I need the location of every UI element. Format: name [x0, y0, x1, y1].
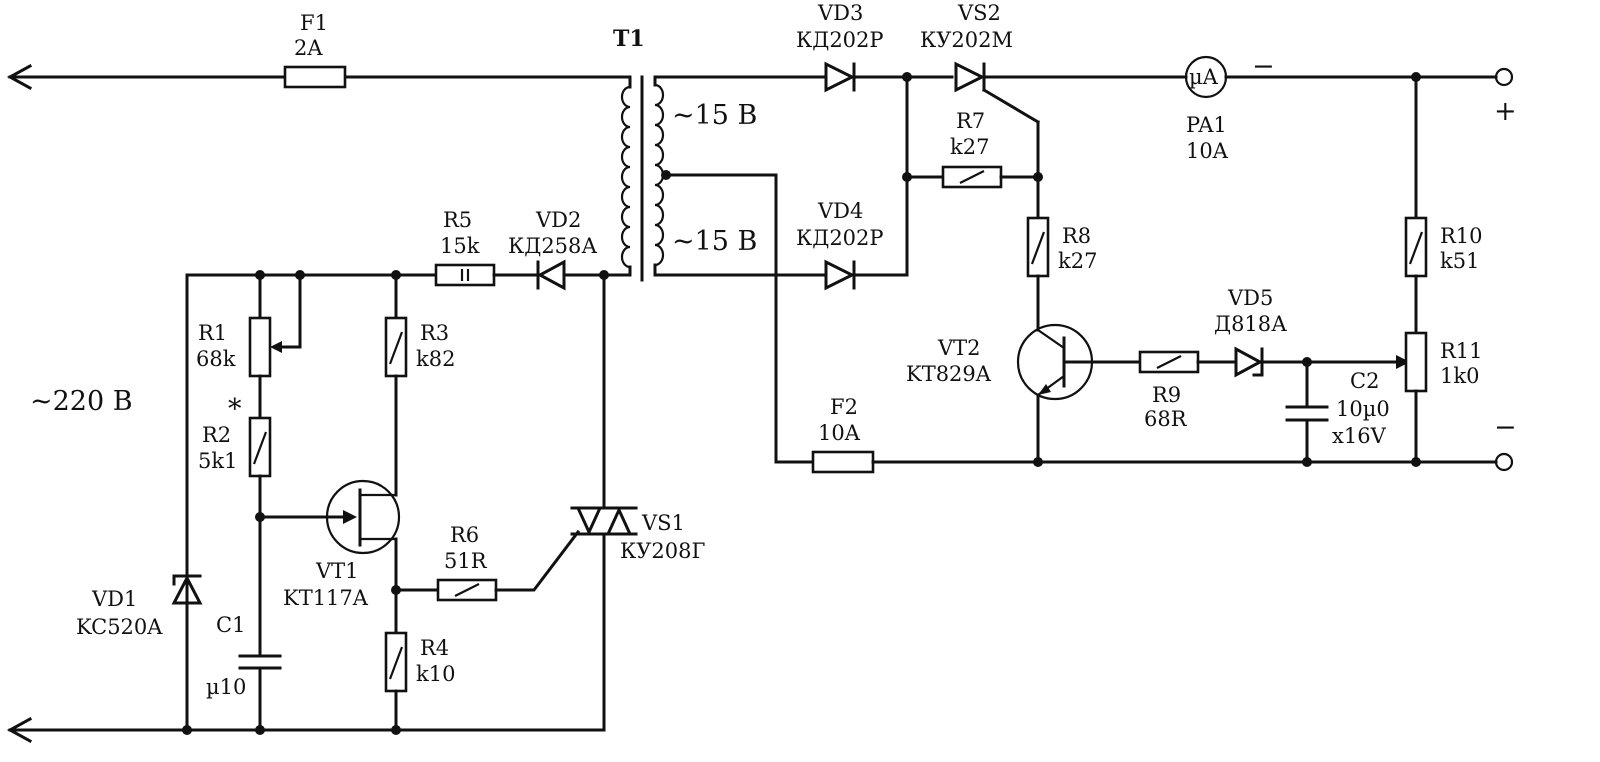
junction-dots	[182, 72, 1421, 735]
secondary-center-tap-wire	[664, 173, 815, 464]
output-minus-terminal	[1494, 452, 1514, 472]
resistor-r7-mark	[959, 170, 985, 184]
resistor-r9-value: 68R	[1144, 407, 1188, 431]
transistor-vt2-ref: VT2	[937, 336, 981, 360]
resistor-r2-ref: R2	[202, 423, 231, 447]
capacitor-c2-ref: C2	[1350, 369, 1379, 393]
potentiometer-r11	[1404, 331, 1428, 393]
transistor-vt1-ref: VT1	[315, 559, 359, 583]
transformer-t1-ref: T1	[613, 26, 645, 52]
diode-vd2-ref: VD2	[535, 208, 581, 232]
mains-top-wire	[6, 63, 632, 91]
resistor-r9-ref: R9	[1152, 383, 1181, 407]
resistor-r2-mark	[252, 431, 268, 465]
diode-vd4-part: КД202Р	[796, 226, 884, 250]
fuse-f1-value: 2A	[294, 36, 323, 60]
zener-vd5-ref: VD5	[1227, 286, 1273, 310]
diode-vd4	[824, 259, 856, 291]
resistor-r4-mark	[388, 646, 404, 680]
resistor-r6-mark	[454, 583, 480, 597]
resistor-r2-value: 5k1	[198, 449, 237, 473]
triac-vs1	[570, 506, 638, 536]
potentiometer-r1-value: 68k	[196, 347, 236, 371]
zener-vd5-part: Д818А	[1214, 312, 1287, 336]
resistor-r10-value: k51	[1440, 249, 1479, 273]
output-plus-terminal	[1494, 67, 1514, 87]
ammeter-pa1-value: 10A	[1186, 139, 1229, 163]
ammeter-polarity: −	[1252, 51, 1275, 82]
potentiometer-r1	[248, 316, 272, 378]
resistor-r10-mark	[1408, 231, 1424, 265]
diode-vd3-part: КД202Р	[796, 28, 884, 52]
zener-vd1	[171, 574, 203, 605]
capacitor-c1-ref: C1	[216, 613, 245, 637]
transformer-t1	[602, 75, 665, 282]
resistor-r2-selection-mark: *	[228, 394, 242, 425]
transistor-vt2	[1016, 323, 1142, 401]
resistor-r9-mark	[1156, 355, 1182, 369]
resistor-r4-ref: R4	[420, 636, 449, 660]
fuse-f2-ref: F2	[830, 395, 858, 419]
resistor-r5	[434, 263, 496, 287]
wire-r6-vs1-gate	[494, 529, 581, 592]
thyristor-vs2-part: КУ202М	[920, 28, 1013, 52]
capacitor-c1	[238, 654, 282, 670]
ammeter-symbol: µA	[1189, 65, 1219, 89]
resistor-r5-ref: R5	[443, 208, 472, 232]
capacitor-c1-value: µ10	[206, 675, 246, 699]
transistor-vt1	[325, 479, 401, 555]
capacitor-c2-value: 10µ0	[1336, 397, 1390, 421]
transistor-vt2-part: KT829A	[906, 362, 992, 386]
resistor-r8-mark	[1030, 231, 1046, 265]
resistor-r6-ref: R6	[450, 523, 479, 547]
diode-vd3-ref: VD3	[817, 1, 863, 25]
potentiometer-r11-value: 1k0	[1440, 364, 1479, 388]
resistor-r7-value: k27	[950, 135, 989, 159]
zener-vd1-part: KC520A	[76, 615, 163, 639]
resistor-r10-ref: R10	[1440, 224, 1483, 248]
triac-vs1-ref: VS1	[641, 511, 685, 535]
transistor-vt1-part: KT117A	[283, 586, 369, 610]
mains-bottom-wire	[6, 716, 606, 744]
diode-vd2	[536, 259, 566, 291]
r1-wiper-wire	[276, 273, 302, 349]
output-minus-label: −	[1494, 412, 1517, 443]
resistor-r5-value: 15k	[440, 234, 480, 258]
potentiometer-r1-ref: R1	[198, 321, 227, 345]
mains-voltage-label: ~220 В	[30, 386, 133, 417]
fuse-f1	[283, 65, 347, 89]
potentiometer-r11-ref: R11	[1440, 339, 1483, 363]
fuse-f2-value: 10A	[818, 421, 861, 445]
r1-wiper-arrow	[270, 341, 282, 353]
wire-vd4-join	[852, 75, 909, 277]
resistor-r3-ref: R3	[420, 321, 449, 345]
resistor-r7-ref: R7	[956, 109, 985, 133]
capacitor-c2	[1285, 405, 1329, 422]
ammeter-pa1-ref: PA1	[1186, 113, 1227, 137]
zener-vd5	[1234, 346, 1264, 378]
zener-vd1-ref: VD1	[91, 587, 137, 611]
output-plus-label: +	[1494, 96, 1517, 127]
diode-vd2-part: КД258А	[508, 234, 597, 258]
transformer-upper-secondary-label: ~15 В	[672, 100, 757, 131]
thyristor-vs2-ref: VS2	[957, 1, 1001, 25]
resistor-r3-value: k82	[416, 347, 455, 371]
resistor-r8-ref: R8	[1062, 224, 1091, 248]
diode-vd4-ref: VD4	[817, 199, 863, 223]
resistor-r8-value: k27	[1058, 249, 1097, 273]
triac-vs1-part: КУ208Г	[620, 539, 706, 563]
fuse-f1-ref: F1	[300, 11, 328, 35]
transformer-lower-secondary-label: ~15 В	[672, 226, 757, 257]
r11-wiper-arrow	[1396, 355, 1410, 369]
resistor-r6-value: 51R	[444, 549, 488, 573]
fuse-f2	[811, 450, 875, 474]
resistor-r4-value: k10	[416, 662, 455, 686]
capacitor-c2-voltage: x16V	[1332, 424, 1387, 448]
diode-vd3	[824, 61, 856, 93]
resistor-r3-mark	[388, 331, 404, 365]
